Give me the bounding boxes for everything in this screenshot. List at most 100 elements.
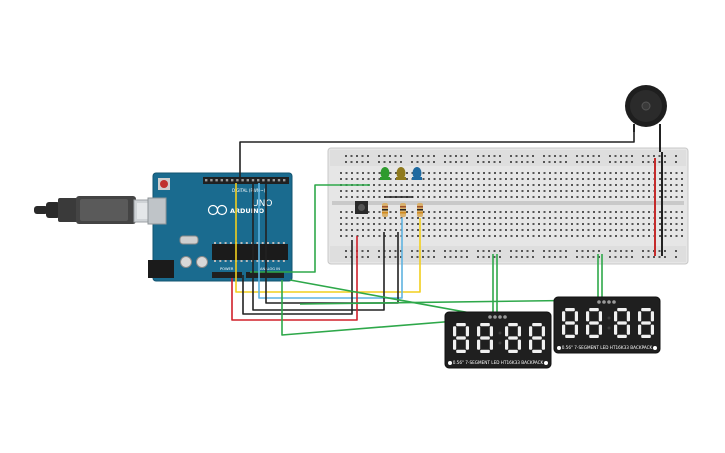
breadboard-hole[interactable] [631, 217, 634, 219]
breadboard-hole[interactable] [532, 155, 534, 157]
breadboard-hole[interactable] [565, 256, 567, 258]
breadboard-hole[interactable] [351, 190, 353, 192]
breadboard-hole[interactable] [637, 223, 639, 225]
breadboard-hole[interactable] [411, 235, 414, 237]
breadboard-hole[interactable] [631, 235, 634, 237]
breadboard-hole[interactable] [554, 223, 557, 225]
breadboard-hole[interactable] [609, 217, 612, 219]
resistors[interactable] [382, 196, 423, 217]
breadboard-hole[interactable] [587, 178, 590, 180]
breadboard-hole[interactable] [587, 211, 590, 213]
breadboard-hole[interactable] [642, 256, 644, 258]
breadboard-hole[interactable] [516, 184, 518, 186]
breadboard-hole[interactable] [340, 196, 342, 198]
breadboard-hole[interactable] [631, 250, 633, 252]
breadboard-hole[interactable] [466, 161, 468, 163]
breadboard-hole[interactable] [521, 217, 524, 219]
breadboard-hole[interactable] [394, 155, 397, 157]
breadboard-hole[interactable] [466, 155, 468, 157]
breadboard-hole[interactable] [571, 178, 573, 180]
breadboard-hole[interactable] [615, 235, 617, 237]
breadboard-hole[interactable] [515, 256, 518, 258]
breadboard-hole[interactable] [675, 178, 678, 180]
breadboard-hole[interactable] [444, 155, 446, 157]
breadboard-hole[interactable] [543, 190, 546, 192]
breadboard-hole[interactable] [461, 190, 463, 192]
breadboard-hole[interactable] [362, 178, 364, 180]
breadboard-hole[interactable] [477, 250, 479, 252]
breadboard-hole[interactable] [604, 229, 606, 231]
breadboard-hole[interactable] [477, 256, 479, 258]
breadboard-hole[interactable] [571, 235, 573, 237]
breadboard-hole[interactable] [439, 223, 441, 225]
breadboard-hole[interactable] [367, 211, 370, 213]
breadboard-hole[interactable] [395, 184, 397, 186]
breadboard-hole[interactable] [598, 161, 600, 163]
breadboard-hole[interactable] [499, 172, 502, 174]
breadboard-hole[interactable] [499, 223, 502, 225]
breadboard-hole[interactable] [460, 161, 463, 163]
breadboard-hole[interactable] [543, 217, 546, 219]
breadboard-hole[interactable] [428, 211, 430, 213]
breadboard-hole[interactable] [581, 256, 584, 258]
breadboard-hole[interactable] [461, 229, 463, 231]
breadboard-hole[interactable] [505, 172, 507, 174]
breadboard-hole[interactable] [406, 172, 408, 174]
header-pin[interactable] [272, 179, 275, 182]
breadboard-hole[interactable] [340, 235, 342, 237]
breadboard-hole[interactable] [340, 190, 342, 192]
breadboard-hole[interactable] [494, 196, 496, 198]
breadboard-hole[interactable] [455, 235, 458, 237]
breadboard-hole[interactable] [351, 196, 353, 198]
breadboard-hole[interactable] [571, 172, 573, 174]
breadboard-hole[interactable] [460, 250, 463, 252]
breadboard-hole[interactable] [598, 256, 600, 258]
breadboard-hole[interactable] [395, 211, 397, 213]
breadboard-hole[interactable] [548, 161, 551, 163]
breadboard-hole[interactable] [472, 235, 474, 237]
breadboard-hole[interactable] [427, 155, 430, 157]
breadboard-hole[interactable] [615, 196, 617, 198]
wires[interactable] [231, 131, 635, 336]
breadboard-hole[interactable] [576, 256, 578, 258]
breadboard-hole[interactable] [582, 196, 584, 198]
breadboard-hole[interactable] [433, 172, 436, 174]
breadboard-hole[interactable] [488, 184, 491, 186]
breadboard-hole[interactable] [576, 155, 578, 157]
breadboard-hole[interactable] [543, 211, 546, 213]
breadboard-hole[interactable] [444, 250, 446, 252]
breadboard-hole[interactable] [466, 250, 468, 252]
breadboard-hole[interactable] [648, 211, 650, 213]
breadboard-hole[interactable] [505, 196, 507, 198]
breadboard-hole[interactable] [477, 172, 480, 174]
breadboard-hole[interactable] [444, 211, 447, 213]
breadboard-hole[interactable] [433, 211, 436, 213]
breadboard-hole[interactable] [356, 223, 359, 225]
breadboard-hole[interactable] [378, 229, 381, 231]
breadboard-hole[interactable] [631, 161, 633, 163]
breadboard-hole[interactable] [659, 172, 661, 174]
breadboard-hole[interactable] [351, 211, 353, 213]
breadboard-hole[interactable] [565, 155, 567, 157]
wire-green[interactable] [299, 299, 604, 305]
breadboard-hole[interactable] [466, 229, 469, 231]
breadboard-hole[interactable] [477, 223, 480, 225]
breadboard-hole[interactable] [593, 172, 595, 174]
breadboard-hole[interactable] [378, 196, 381, 198]
breadboard-hole[interactable] [565, 211, 568, 213]
breadboard-hole[interactable] [543, 172, 546, 174]
breadboard-hole[interactable] [400, 161, 402, 163]
breadboard-hole[interactable] [477, 161, 479, 163]
breadboard-hole[interactable] [466, 172, 469, 174]
breadboard-hole[interactable] [604, 196, 606, 198]
breadboard-hole[interactable] [488, 178, 491, 180]
breadboard-hole[interactable] [406, 217, 408, 219]
breadboard-hole[interactable] [620, 184, 623, 186]
breadboard-hole[interactable] [444, 256, 446, 258]
breadboard-hole[interactable] [609, 155, 611, 157]
breadboard-hole[interactable] [620, 223, 623, 225]
breadboard-hole[interactable] [411, 229, 414, 231]
breadboard-hole[interactable] [516, 235, 518, 237]
breadboard-hole[interactable] [576, 184, 579, 186]
breadboard-hole[interactable] [675, 161, 677, 163]
